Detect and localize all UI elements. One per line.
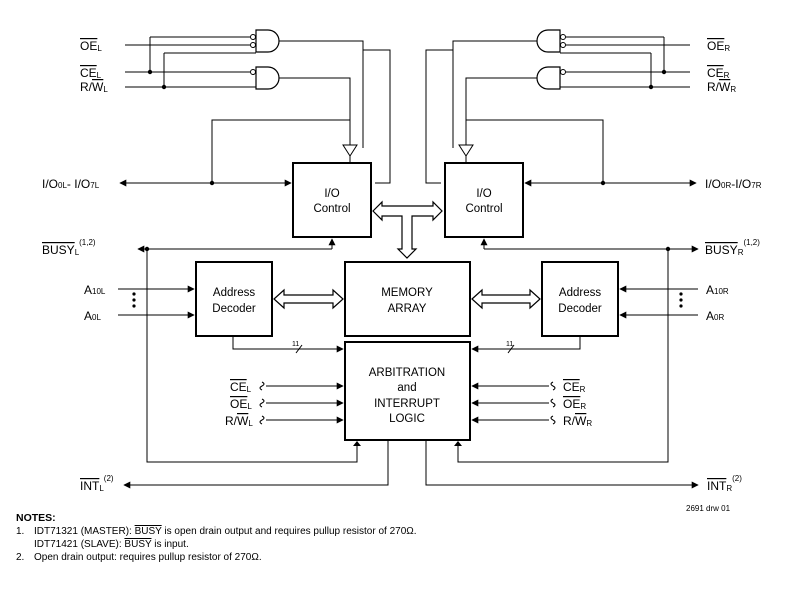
io-control-right-line1: I/O: [476, 188, 491, 200]
drawing-reference: 2691 drw 01: [686, 504, 731, 513]
and-gate-right-top: [536, 29, 566, 53]
and-gate-left-bottom: [250, 66, 280, 90]
junction-dot: [665, 246, 671, 252]
io-control-left-block: I/O Control: [292, 162, 372, 238]
bus-width-right: 11: [506, 341, 513, 348]
and-gate-right-bottom: [536, 66, 566, 90]
notes-section: NOTES: 1. IDT71321 (MASTER): BUSY is ope…: [16, 512, 576, 564]
right-gate-wiring: [425, 36, 690, 184]
address-ellipsis-right: [679, 292, 683, 308]
left-ce-label: CEL: [80, 66, 102, 80]
note-2: 2. Open drain output: requires pullup re…: [16, 551, 576, 564]
junction-dot: [648, 84, 654, 90]
arbitration-line2: and: [397, 382, 416, 394]
right-int-label: INTR(2): [707, 474, 742, 493]
left-a10-label: A10L: [84, 283, 106, 297]
arbitration-line3: INTERRUPT: [374, 398, 440, 410]
address-decoder-left-line1: Address: [213, 287, 255, 299]
left-busy-label: BUSYL(1,2): [42, 238, 96, 257]
tristate-buffer-left: [342, 144, 358, 157]
memory-array-block: MEMORY ARRAY: [344, 261, 471, 337]
io-control-left-line1: I/O: [324, 188, 339, 200]
left-io-label: I/O0L- I/O7L: [42, 177, 100, 191]
right-ce-label: CER: [707, 66, 730, 80]
bus-io-left-to-right: [372, 200, 443, 259]
junction-dot: [147, 69, 153, 75]
io-control-right-line2: Control: [465, 203, 502, 215]
tristate-buffer-right: [458, 144, 474, 157]
memory-array-line1: MEMORY: [381, 287, 433, 299]
junction-dot: [209, 180, 215, 186]
arbitration-line4: LOGIC: [389, 413, 425, 425]
arrow-head: [454, 441, 462, 446]
arbitration-inputs: [259, 381, 556, 425]
left-oe-label: OEL: [80, 39, 102, 53]
address-decoder-left-line2: Decoder: [212, 303, 256, 315]
note-1-line-1-busy: BUSY: [134, 526, 162, 537]
right-io-label: I/O0R-I/O7R: [705, 177, 762, 191]
right-busy-label: BUSYR(1,2): [705, 238, 760, 257]
right-oe2-label: OER: [563, 397, 586, 411]
left-io-wiring: [211, 41, 391, 184]
junction-dot: [661, 69, 667, 75]
io-control-left-line2: Control: [313, 203, 350, 215]
int-wiring: [123, 440, 699, 489]
note-1-line-1: IDT71321 (MASTER): BUSY is open drain ou…: [34, 525, 417, 538]
address-decoder-right-line1: Address: [559, 287, 601, 299]
arbitration-logic-block: ARBITRATION and INTERRUPT LOGIC: [344, 341, 471, 441]
notes-title: NOTES:: [16, 512, 56, 524]
and-gate-left-top: [250, 29, 280, 53]
note-1: 1. IDT71321 (MASTER): BUSY is open drain…: [16, 525, 576, 538]
note-1-line-1-a: IDT71321 (MASTER):: [34, 526, 135, 537]
bus-decoder-left-to-array: [273, 288, 344, 310]
right-ce2-label: CER: [563, 380, 586, 394]
address-decoder-right-block: Address Decoder: [541, 261, 619, 337]
note-1-continuation: IDT71421 (SLAVE): BUSY is input.: [16, 538, 576, 551]
address-decoder-left-block: Address Decoder: [195, 261, 273, 337]
note-1-line-2: IDT71421 (SLAVE): BUSY is input.: [34, 538, 189, 551]
address-decoder-right-line2: Decoder: [558, 303, 602, 315]
note-2-text: Open drain output: requires pullup resis…: [34, 552, 262, 563]
right-a0-label: A0R: [706, 309, 724, 323]
busy-wiring: [137, 238, 699, 463]
note-2-number: 2.: [16, 552, 25, 563]
left-rw-label: R/WL: [80, 80, 108, 94]
right-io-wiring: [465, 119, 604, 183]
bus-width-left: 11: [292, 341, 299, 348]
right-a10-label: A10R: [706, 283, 729, 297]
left-ce2-label: CEL: [230, 380, 252, 394]
address-wiring: [118, 285, 698, 354]
address-ellipsis-left: [132, 292, 136, 308]
junction-dot: [144, 246, 150, 252]
left-a0-label: A0L: [84, 309, 101, 323]
note-1-line-2-b: is input.: [151, 539, 189, 550]
io-control-right-block: I/O Control: [444, 162, 524, 238]
bus-array-to-decoder-right: [471, 288, 541, 310]
junction-dot: [161, 84, 167, 90]
arbitration-line1: ARBITRATION: [369, 367, 445, 379]
left-rw2-label: R/WL: [225, 414, 253, 428]
note-1-line-2-busy: BUSY: [124, 539, 152, 550]
memory-array-line2: ARRAY: [388, 303, 427, 315]
left-oe2-label: OEL: [230, 397, 252, 411]
junction-dot: [600, 180, 606, 186]
right-rw-label: R/WR: [707, 80, 736, 94]
left-int-label: INTL(2): [80, 474, 114, 493]
arrow-head: [353, 441, 361, 446]
note-1-line-2-a: IDT71421 (SLAVE):: [34, 539, 125, 550]
note-1-number: 1.: [16, 526, 25, 537]
note-1-line-1-b: is open drain output and requires pullup…: [161, 526, 417, 537]
right-rw2-label: R/WR: [563, 414, 592, 428]
right-oe-label: OER: [707, 39, 730, 53]
